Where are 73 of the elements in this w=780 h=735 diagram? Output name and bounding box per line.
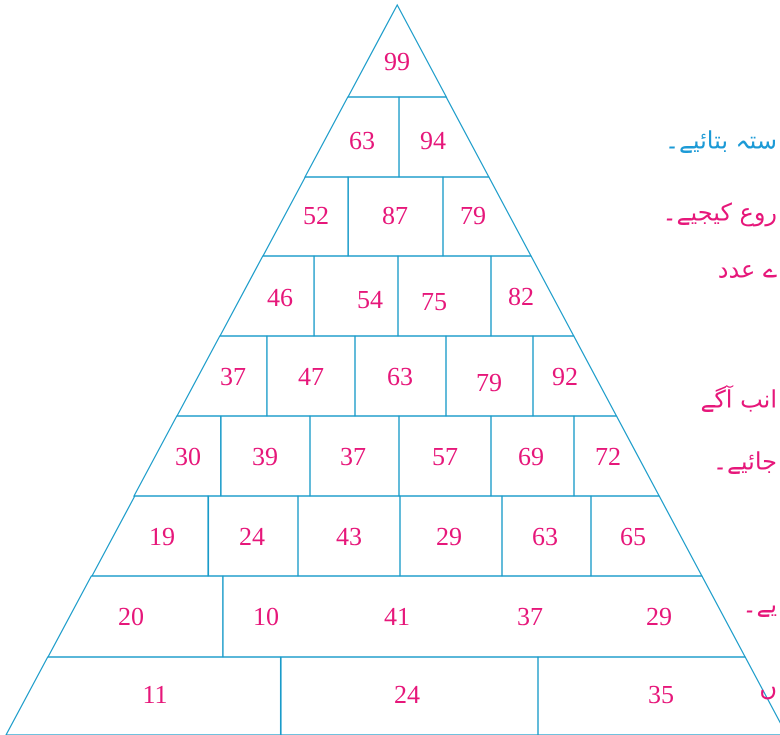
cell-number: 39	[252, 444, 278, 470]
cell-number: 20	[118, 604, 144, 630]
number-cell	[177, 336, 267, 416]
number-cell	[221, 416, 310, 496]
urdu-text: یے۔	[742, 590, 777, 620]
number-cell	[502, 496, 591, 576]
cell-number: 29	[436, 524, 462, 550]
cell-number: 63	[348, 128, 375, 154]
cell-number: 37	[340, 444, 366, 470]
cell-number: 43	[336, 524, 362, 550]
cell-number: 19	[148, 524, 175, 550]
number-cell	[298, 496, 400, 576]
number-cell	[491, 256, 574, 336]
cell-number: 79	[476, 370, 502, 396]
number-cell	[48, 576, 223, 657]
cell-number: 69	[518, 444, 544, 470]
number-cell	[491, 416, 574, 496]
cell-number: 11	[142, 682, 168, 708]
cell-number: 24	[239, 524, 265, 550]
number-cell	[6, 657, 281, 735]
number-cell	[220, 256, 314, 336]
urdu-text: روع کیجیے۔	[662, 198, 777, 228]
number-cell	[443, 177, 532, 256]
cell-number: 87	[382, 203, 408, 229]
number-cell	[399, 97, 489, 177]
number-cell	[591, 496, 702, 576]
cell-number: 46	[266, 285, 293, 311]
number-cell	[208, 496, 298, 576]
number-cell	[533, 336, 616, 416]
cell-number: 30	[174, 444, 201, 470]
number-cell	[348, 177, 443, 256]
cell-number: 65	[620, 524, 646, 550]
number-cell	[304, 97, 399, 177]
cell-number: 47	[298, 364, 324, 390]
number-cell	[348, 5, 446, 97]
number-cell	[281, 657, 538, 735]
cell-number: 41	[384, 604, 410, 630]
urdu-text: انب آگے	[700, 386, 777, 414]
number-cell	[355, 336, 446, 416]
cell-number: 37	[517, 604, 543, 630]
number-cell	[446, 336, 533, 416]
cell-number: 75	[421, 289, 447, 315]
cell-number: 99	[384, 49, 410, 75]
number-cell	[262, 177, 348, 256]
number-cell	[538, 657, 780, 735]
cell-number: 94	[420, 128, 446, 154]
number-cell	[314, 256, 398, 336]
cell-number: 29	[646, 604, 672, 630]
number-cell	[310, 416, 399, 496]
cell-number: 82	[508, 284, 534, 310]
number-cell	[267, 336, 355, 416]
number-cell	[223, 576, 746, 657]
cell-number: 92	[552, 364, 578, 390]
number-cell	[398, 256, 491, 336]
number-cell	[134, 416, 221, 496]
number-cell	[399, 416, 491, 496]
urdu-text: ستہ بتائیے۔	[664, 126, 777, 156]
cell-number: 10	[253, 604, 279, 630]
cell-number: 52	[302, 203, 329, 229]
cell-number: 63	[387, 364, 413, 390]
cell-number: 37	[220, 364, 246, 390]
number-cell	[92, 496, 208, 576]
cell-number: 24	[394, 682, 420, 708]
cell-number: 79	[460, 203, 486, 229]
number-cell	[400, 496, 502, 576]
urdu-text: جائیے۔	[712, 448, 777, 476]
number-cell	[574, 416, 660, 496]
cell-number: 72	[595, 444, 621, 470]
cell-number: 63	[532, 524, 558, 550]
cell-number: 35	[648, 682, 674, 708]
urdu-text: ے عدد	[718, 256, 777, 284]
cell-number: 57	[432, 444, 458, 470]
cell-number: 54	[357, 287, 383, 313]
